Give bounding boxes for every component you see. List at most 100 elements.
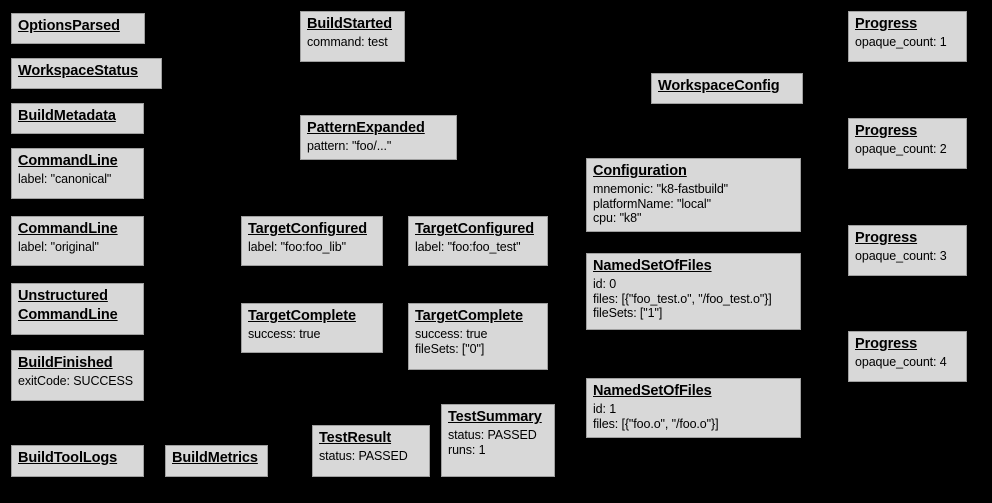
node-title-wrap: Configuration bbox=[593, 162, 794, 181]
node-title-wrap: CommandLine bbox=[18, 220, 137, 239]
node-field: files: [{"foo.o", "/foo.o"}] bbox=[593, 416, 719, 431]
node-field: opaque_count: 1 bbox=[855, 34, 947, 49]
node-field: label: "foo:foo_lib" bbox=[248, 239, 346, 254]
node-field: mnemonic: "k8-fastbuild" bbox=[593, 181, 729, 196]
node-workspace-config[interactable]: WorkspaceConfig bbox=[651, 73, 803, 104]
node-title-line: NamedSetOfFiles bbox=[593, 382, 794, 401]
node-title-line: BuildMetrics bbox=[172, 449, 261, 468]
node-workspace-status[interactable]: WorkspaceStatus bbox=[11, 58, 162, 89]
node-title-wrap: BuildMetadata bbox=[18, 107, 137, 126]
node-title-wrap: TargetComplete bbox=[248, 307, 376, 326]
node-target-configured-lib[interactable]: TargetConfigured label: "foo:foo_lib" bbox=[241, 216, 383, 266]
node-title-line: BuildMetadata bbox=[18, 107, 137, 126]
node-title-line: Progress bbox=[855, 229, 960, 248]
node-fields: mnemonic: "k8-fastbuild"platformName: "l… bbox=[593, 182, 794, 226]
node-title-line: Unstructured bbox=[18, 287, 137, 306]
node-title-wrap: TargetConfigured bbox=[248, 220, 376, 239]
node-title: OptionsParsed bbox=[18, 18, 120, 34]
node-title-wrap: WorkspaceConfig bbox=[658, 77, 796, 96]
node-title-line: Progress bbox=[855, 335, 960, 354]
node-build-tool-logs[interactable]: BuildToolLogs bbox=[11, 445, 144, 477]
node-title-line: CommandLine bbox=[18, 220, 137, 239]
node-progress-3[interactable]: Progress opaque_count: 3 bbox=[848, 225, 967, 276]
node-fields: opaque_count: 2 bbox=[855, 142, 960, 157]
node-title-wrap: PatternExpanded bbox=[307, 119, 450, 138]
node-title-line: TargetComplete bbox=[415, 307, 541, 326]
node-title-wrap: BuildMetrics bbox=[172, 449, 261, 468]
node-field: success: true bbox=[415, 326, 488, 341]
node-title: TargetConfigured bbox=[248, 221, 367, 237]
node-title: TestResult bbox=[319, 430, 392, 446]
node-field: status: PASSED bbox=[448, 427, 537, 442]
node-field: status: PASSED bbox=[319, 448, 408, 463]
node-field: fileSets: ["0"] bbox=[415, 341, 485, 356]
node-field: command: test bbox=[307, 34, 388, 49]
node-fields: opaque_count: 4 bbox=[855, 355, 960, 370]
node-fields: success: true bbox=[248, 327, 376, 342]
node-fields: status: PASSED bbox=[319, 449, 423, 464]
node-fields: label: "foo:foo_test" bbox=[415, 240, 541, 255]
node-title: BuildFinished bbox=[18, 355, 113, 371]
node-title-line: TargetConfigured bbox=[248, 220, 376, 239]
node-field: opaque_count: 3 bbox=[855, 248, 947, 263]
node-progress-1[interactable]: Progress opaque_count: 1 bbox=[848, 11, 967, 62]
node-title-wrap: BuildFinished bbox=[18, 354, 137, 373]
node-title-line: WorkspaceStatus bbox=[18, 62, 155, 81]
node-fields: label: "canonical" bbox=[18, 172, 137, 187]
node-title-wrap: NamedSetOfFiles bbox=[593, 257, 794, 276]
node-fields: pattern: "foo/..." bbox=[307, 139, 450, 154]
node-build-metrics[interactable]: BuildMetrics bbox=[165, 445, 268, 477]
node-title: BuildToolLogs bbox=[18, 450, 118, 466]
node-title-wrap: Progress bbox=[855, 15, 960, 34]
node-title-wrap: Progress bbox=[855, 335, 960, 354]
node-field: fileSets: ["1"] bbox=[593, 306, 663, 321]
node-title-line: TestResult bbox=[319, 429, 423, 448]
node-title-line: BuildFinished bbox=[18, 354, 137, 373]
node-title-wrap: TestSummary bbox=[448, 408, 548, 427]
node-fields: opaque_count: 1 bbox=[855, 35, 960, 50]
node-field: id: 1 bbox=[593, 401, 617, 416]
node-title-line: PatternExpanded bbox=[307, 119, 450, 138]
node-field: opaque_count: 2 bbox=[855, 141, 947, 156]
node-title-wrap: BuildStarted bbox=[307, 15, 398, 34]
node-title: TestSummary bbox=[448, 409, 542, 425]
node-fields: label: "foo:foo_lib" bbox=[248, 240, 376, 255]
node-title-line: Configuration bbox=[593, 162, 794, 181]
node-title: Progress bbox=[855, 16, 918, 32]
node-test-result[interactable]: TestResult status: PASSED bbox=[312, 425, 430, 477]
node-title-wrap: OptionsParsed bbox=[18, 17, 138, 36]
node-title-line: TestSummary bbox=[448, 408, 548, 427]
node-title-line: BuildToolLogs bbox=[18, 449, 137, 468]
node-title: CommandLine bbox=[18, 221, 118, 237]
node-options-parsed[interactable]: OptionsParsed bbox=[11, 13, 145, 44]
node-title-line: CommandLine bbox=[18, 306, 137, 325]
node-title: Unstructured bbox=[18, 288, 108, 304]
node-title: TargetComplete bbox=[415, 308, 523, 324]
node-title: Progress bbox=[855, 230, 918, 246]
node-field: files: [{"foo_test.o", "/foo_test.o"}] bbox=[593, 291, 772, 306]
node-build-metadata[interactable]: BuildMetadata bbox=[11, 103, 144, 134]
node-field: pattern: "foo/..." bbox=[307, 138, 392, 153]
node-title: NamedSetOfFiles bbox=[593, 258, 712, 274]
node-fields: command: test bbox=[307, 35, 398, 50]
node-title-line: CommandLine bbox=[18, 152, 137, 171]
node-title-line: OptionsParsed bbox=[18, 17, 138, 36]
node-title-line: NamedSetOfFiles bbox=[593, 257, 794, 276]
